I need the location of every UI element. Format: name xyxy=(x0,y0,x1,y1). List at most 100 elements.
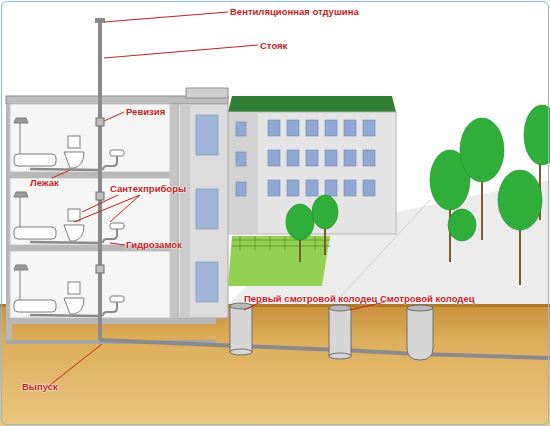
background-building xyxy=(287,150,299,166)
trees xyxy=(312,195,338,229)
callout-label: Ревизия xyxy=(126,106,165,117)
trees xyxy=(286,105,550,241)
callout-label: Лежак xyxy=(30,177,59,188)
sewer-pipes xyxy=(96,265,104,273)
callout-label: Сантехприборы xyxy=(110,183,186,194)
building-section xyxy=(180,104,190,318)
sewer-pipes xyxy=(95,18,105,23)
background-building xyxy=(236,182,246,196)
ground-soil xyxy=(0,304,550,426)
fenced-lawn xyxy=(228,236,330,286)
building-section xyxy=(178,104,228,318)
plumbing-fixtures xyxy=(110,296,124,302)
building-section xyxy=(6,88,228,344)
background-building xyxy=(344,150,356,166)
inspection-wells xyxy=(329,308,351,356)
callout-label: Выпуск xyxy=(22,381,58,392)
building-section xyxy=(196,189,218,229)
building-section xyxy=(170,104,178,318)
background-building xyxy=(344,180,356,196)
trees xyxy=(498,170,542,230)
callout-label: Вентиляционная отдушина xyxy=(230,6,359,17)
background-building xyxy=(236,122,246,136)
leader-lines xyxy=(50,344,102,385)
trees xyxy=(286,204,314,240)
sewer-pipes xyxy=(30,18,550,358)
inspection-wells xyxy=(230,349,252,355)
building-section xyxy=(10,251,170,318)
ground-soil xyxy=(0,304,550,426)
plumbing-fixtures xyxy=(64,225,84,241)
sewer-pipes xyxy=(100,340,550,358)
plumbing-fixtures xyxy=(14,118,28,123)
background-building xyxy=(268,150,280,166)
sewer-pipes xyxy=(103,302,117,316)
background-building xyxy=(228,112,258,234)
background-building xyxy=(325,180,337,196)
plumbing-fixtures xyxy=(68,209,80,221)
leader-lines xyxy=(104,45,258,58)
leader-lines xyxy=(82,195,118,212)
trees xyxy=(448,209,476,241)
leader-lines xyxy=(104,112,124,121)
building-section xyxy=(10,104,170,172)
background-building xyxy=(268,120,280,136)
plumbing-fixtures xyxy=(14,227,56,239)
sewer-pipes xyxy=(96,192,104,200)
plumbing-fixtures xyxy=(14,118,124,314)
background-building xyxy=(325,120,337,136)
sewer-pipes xyxy=(30,315,100,316)
plumbing-fixtures xyxy=(14,154,56,166)
leader-lines xyxy=(52,170,70,178)
fenced-lawn xyxy=(255,236,256,250)
callout-label: Смотровой колодец xyxy=(380,293,475,304)
callout-label: Первый смотровой колодец xyxy=(244,293,377,304)
inspection-wells xyxy=(329,353,351,359)
plumbing-fixtures xyxy=(110,150,124,156)
building-section xyxy=(196,262,218,302)
building-section xyxy=(6,318,216,324)
fenced-lawn xyxy=(240,236,241,250)
fenced-lawn xyxy=(228,236,330,286)
plumbing-fixtures xyxy=(68,282,80,294)
plumbing-fixtures xyxy=(14,300,56,312)
sewer-pipes xyxy=(96,118,104,126)
plumbing-fixtures xyxy=(110,223,124,229)
leader-lines xyxy=(110,195,140,222)
fenced-lawn xyxy=(232,236,330,250)
sewer-pipes xyxy=(98,22,102,340)
building-section xyxy=(196,115,218,155)
fenced-lawn xyxy=(270,236,271,250)
sewer-pipes xyxy=(30,169,100,170)
inspection-wells xyxy=(230,303,433,360)
fenced-lawn xyxy=(315,236,316,250)
trees xyxy=(481,175,483,240)
leader-lines xyxy=(50,12,385,385)
callout-label: Стояк xyxy=(260,40,287,51)
inspection-wells xyxy=(230,306,252,352)
background-building xyxy=(228,96,396,112)
background-building xyxy=(268,180,280,196)
trees xyxy=(300,160,540,285)
background-building xyxy=(228,112,396,234)
background-building xyxy=(306,120,318,136)
background-building xyxy=(287,120,299,136)
trees xyxy=(524,105,550,165)
plumbing-fixtures xyxy=(64,298,84,314)
background-building xyxy=(228,96,396,234)
sewer-pipes xyxy=(103,229,117,243)
building-section xyxy=(196,115,218,302)
background-building xyxy=(287,180,299,196)
inspection-wells xyxy=(407,305,433,311)
background-building xyxy=(325,150,337,166)
background-building xyxy=(344,120,356,136)
inspection-wells xyxy=(329,305,351,311)
inspection-wells xyxy=(407,308,433,360)
leader-lines xyxy=(104,12,228,22)
background-building xyxy=(363,150,375,166)
background-building xyxy=(306,150,318,166)
sewer-pipes xyxy=(30,242,100,243)
leader-lines xyxy=(110,243,125,245)
